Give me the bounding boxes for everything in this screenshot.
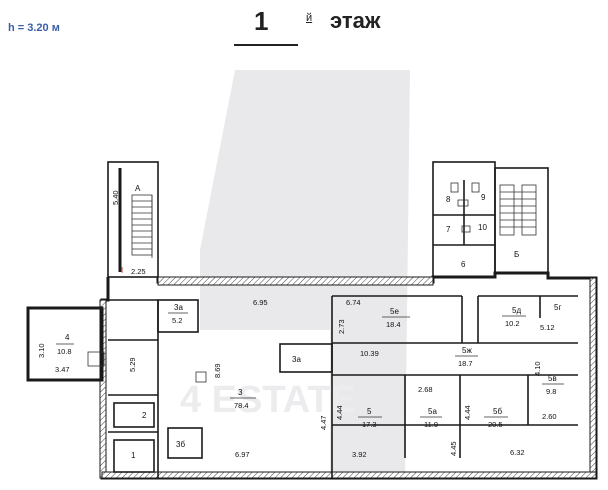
dimension-6-74: 6.74: [346, 298, 361, 307]
room-area-5b: 20.5: [488, 420, 503, 429]
watermark: 4 ESTATE: [180, 70, 410, 480]
room-area-4: 10.8: [57, 347, 72, 356]
room-label-5a: 5а: [428, 407, 437, 416]
dimension-6-97: 6.97: [235, 450, 250, 459]
left-column: 5.29 2 1: [108, 299, 159, 478]
dimension-6-95: 6.95: [253, 298, 268, 307]
room-label-1: 1: [131, 451, 136, 460]
stair-steps-a: [131, 194, 153, 258]
room-label-4: 4: [65, 333, 70, 342]
room-label-5g: 5г: [554, 303, 561, 312]
room-area-3: 78.4: [234, 401, 249, 410]
room-label-7: 7: [446, 225, 451, 234]
room-label-8: 8: [446, 195, 451, 204]
room-label-stair-i: I: [121, 266, 123, 275]
room-area-5e: 18.4: [386, 320, 401, 329]
room-label-6: 6: [461, 260, 466, 269]
room-label-stair-b: Б: [514, 250, 519, 259]
title-underline: [234, 44, 298, 46]
room-label-3a-top: 3а: [174, 303, 183, 312]
dimension-5-40: 5.40: [111, 190, 120, 205]
dimension-6-32: 6.32: [510, 448, 525, 457]
dimension-2-73: 2.73: [337, 319, 346, 334]
room-area-5v: 9.8: [546, 387, 556, 396]
dimension-4-47: 4.47: [319, 415, 328, 430]
room-label-3: 3: [238, 388, 243, 397]
room-label-9: 9: [481, 193, 486, 202]
room-label-3a-mid: 3а: [292, 355, 301, 364]
room-area-5d: 10.2: [505, 319, 520, 328]
room-area-3a-top: 5.2: [172, 316, 182, 325]
room-label-5: 5: [367, 407, 372, 416]
floor-number: 1: [254, 6, 269, 36]
room-label-10: 10: [478, 223, 487, 232]
dimension-4-45: 4.45: [449, 441, 458, 456]
dimension-2-60: 2.60: [542, 412, 557, 421]
watermark-text: 4 ESTATE: [180, 379, 356, 421]
dimension-3-47: 3.47: [55, 365, 70, 374]
dimension-2-25: 2.25: [131, 267, 146, 276]
room-4: 4 10.8 3.10 3.47: [26, 306, 105, 382]
dimension-4-44-right: 4.44: [463, 405, 472, 420]
room-area-5zh: 18.7: [458, 359, 473, 368]
room-label-3b: 3б: [176, 440, 185, 449]
service-block: 8 9 7 10 6 Б: [432, 161, 549, 278]
room-5-group: 6.74 2.73 5е 18.4 10.39 5ж 18.7 5д 10.2 …: [331, 295, 578, 478]
dimension-8-69: 8.69: [213, 363, 222, 378]
room-label-5e: 5е: [390, 307, 399, 316]
room-label-5zh: 5ж: [462, 346, 472, 355]
room-label-stair-a: А: [135, 184, 141, 193]
watermark-shape: [200, 70, 410, 480]
dimension-3-10: 3.10: [37, 343, 46, 358]
toilet-icons: [450, 182, 480, 233]
stair-steps-b: [499, 184, 537, 236]
staircase-a: А 5.40 I 2.25: [107, 161, 159, 278]
room-area-5: 17.3: [362, 420, 377, 429]
room-label-5b: 5б: [493, 407, 502, 416]
dimension-3-92: 3.92: [352, 450, 367, 459]
floor-number-suffix: й: [306, 12, 313, 24]
dimension-5-29: 5.29: [128, 357, 137, 372]
floor-title: этаж: [330, 8, 381, 33]
ceiling-height-note: h = 3.20 м: [8, 22, 60, 34]
room-label-5d: 5д: [512, 306, 521, 315]
dimension-5-12: 5.12: [540, 323, 555, 332]
room-label-2: 2: [142, 411, 147, 420]
room-area-5a: 11.9: [424, 420, 438, 429]
room-label-5v: 5в: [548, 374, 557, 383]
dimension-4-10: 4.10: [533, 361, 542, 376]
dimension-4-44-left: 4.44: [335, 405, 344, 420]
dimension-2-68: 2.68: [418, 385, 433, 394]
dimension-10-39: 10.39: [360, 349, 379, 358]
